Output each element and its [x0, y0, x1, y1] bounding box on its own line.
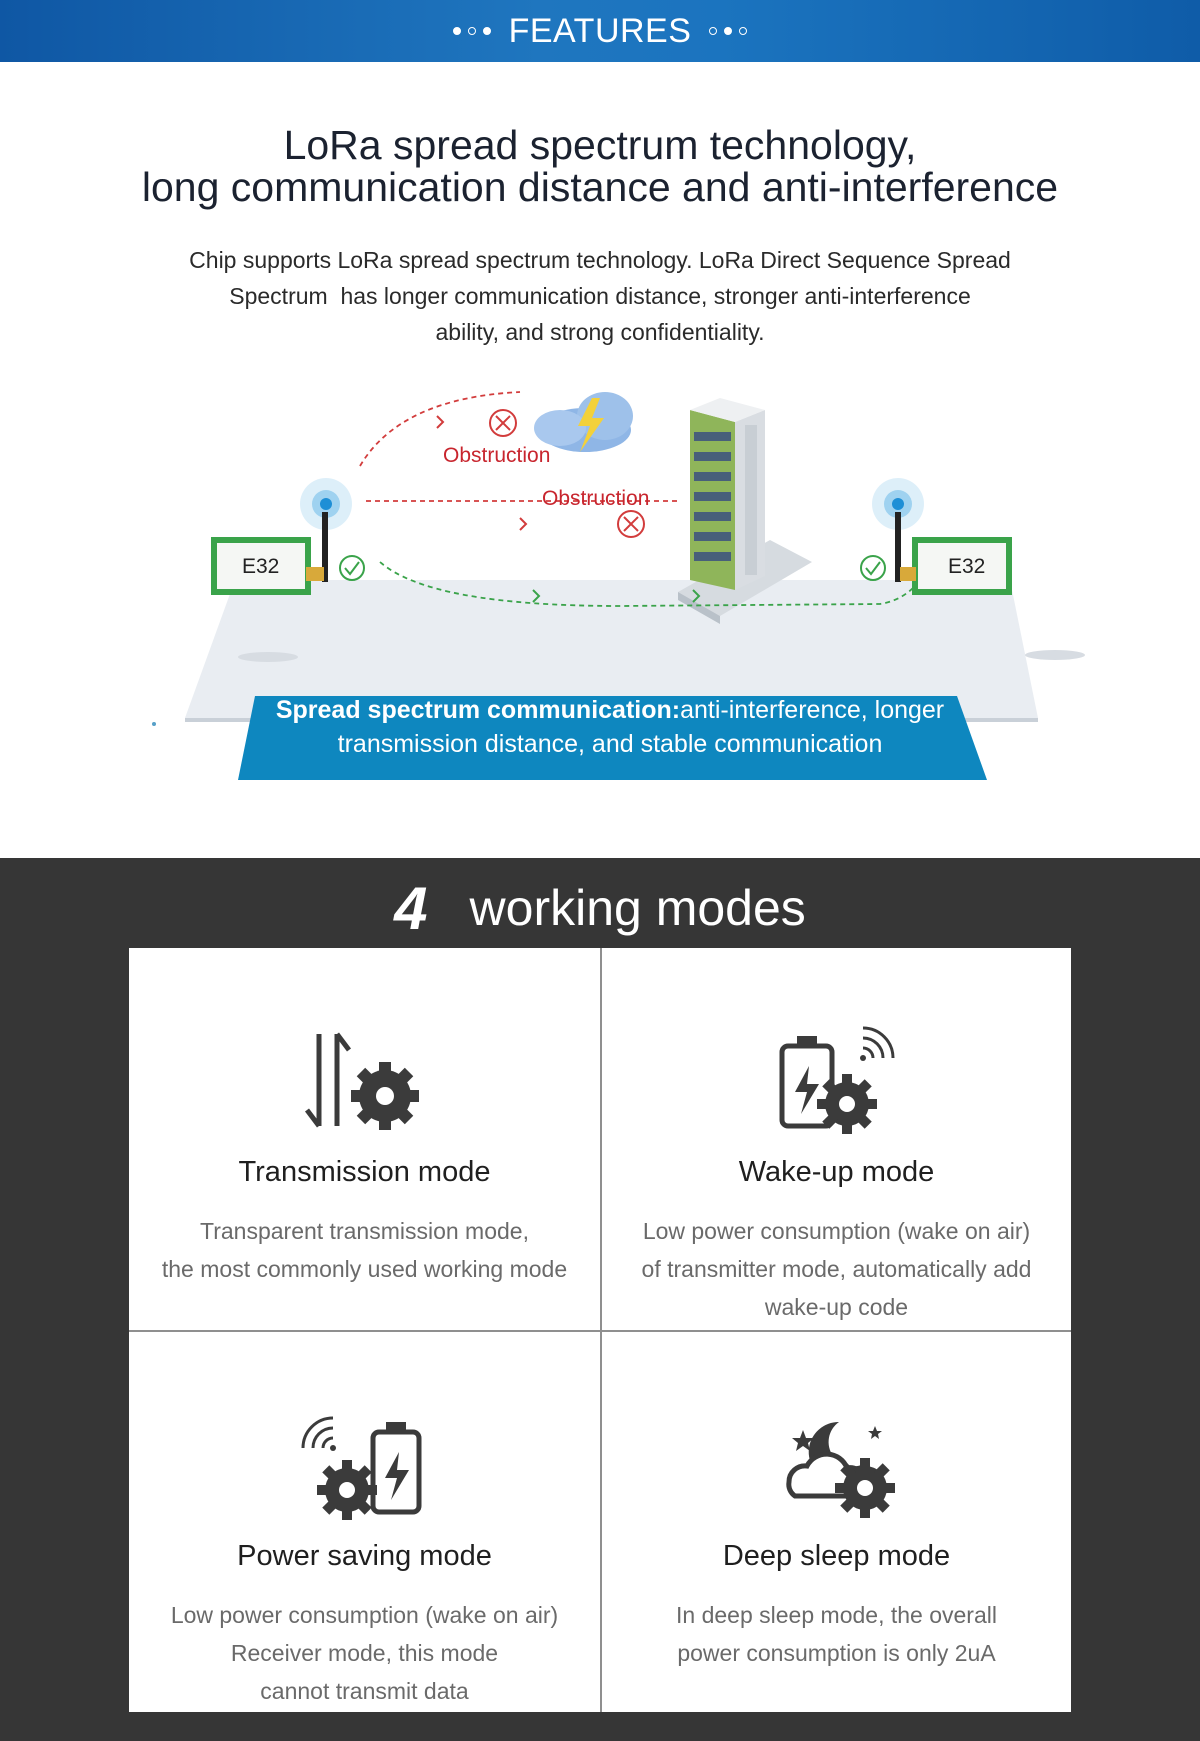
module-label-left: E32 — [242, 555, 279, 578]
module-label-right: E32 — [948, 555, 985, 578]
blocked-icon — [617, 510, 645, 538]
mode-description-line: wake-up code — [764, 1294, 909, 1320]
description: Chip supports LoRa spread spectrum techn… — [180, 242, 1020, 350]
info-band — [238, 696, 987, 780]
modes-title-text: working modes — [469, 880, 806, 936]
mode-description: Transparent transmission mode, the most … — [129, 1212, 600, 1288]
mode-card-deep-sleep: Deep sleep mode In deep sleep mode, the … — [600, 1330, 1071, 1712]
dot-icon — [709, 27, 718, 35]
power-saving-icon — [301, 1416, 421, 1520]
deep-sleep-icon — [785, 1421, 895, 1518]
e32-module-right: E32 — [872, 478, 1012, 595]
headline: LoRa spread spectrum technology, long co… — [0, 124, 1200, 208]
mode-description-line: Transparent transmission mode, — [200, 1218, 529, 1244]
dot-icon — [452, 27, 461, 35]
banner-dots-right — [709, 27, 748, 35]
headline-line-2: long communication distance and anti-int… — [141, 164, 1059, 210]
wake-up-icon — [779, 1026, 894, 1134]
dot-icon — [482, 27, 491, 35]
dot-icon — [467, 27, 476, 35]
mode-description-line: the most commonly used working mode — [161, 1256, 568, 1282]
mode-name: Power saving mode — [237, 1540, 492, 1572]
platform — [185, 580, 1038, 718]
mode-description: In deep sleep mode, the overall power co… — [602, 1596, 1071, 1672]
info-band-rest: anti-interference, longer — [680, 696, 945, 724]
working-modes-title: 4 working modes — [0, 868, 1200, 948]
mode-card-transmission: Transmission mode Transparent transmissi… — [129, 948, 600, 1330]
building-icon — [678, 398, 812, 624]
mode-description-line: Low power consumption (wake on air) — [642, 1218, 1031, 1244]
check-icon — [339, 555, 365, 581]
mode-card-wake-up: Wake-up mode Low power consumption (wake… — [600, 948, 1071, 1330]
mode-description-line: Low power consumption (wake on air) — [170, 1602, 559, 1628]
mode-description-line: cannot transmit data — [260, 1678, 469, 1704]
dot-icon — [739, 27, 748, 35]
mode-description-line: of transmitter mode, automatically add — [641, 1256, 1032, 1282]
banner-title: FEATURES — [508, 11, 692, 50]
description-line-1: Chip supports LoRa spread spectrum techn… — [189, 247, 1011, 273]
dot-icon — [724, 27, 733, 35]
blocked-icon — [489, 409, 517, 437]
mode-card-power-saving: Power saving mode Low power consumption … — [129, 1330, 600, 1712]
mode-name: Deep sleep mode — [722, 1540, 951, 1572]
check-icon — [860, 555, 886, 581]
e32-module-left: E32 — [211, 478, 352, 595]
transmission-icon — [304, 1032, 419, 1130]
banner-dots-left — [452, 27, 491, 35]
mode-description-line: power consumption is only 2uA — [677, 1640, 996, 1666]
lora-illustration: Obstruction Obstruction E32 E32 — [152, 391, 1085, 780]
mode-description: Low power consumption (wake on air) Rece… — [129, 1596, 600, 1710]
features-banner: FEATURES — [0, 0, 1200, 62]
description-line-3: ability, and strong confidentiality. — [435, 319, 765, 345]
mode-description-line: Receiver mode, this mode — [230, 1640, 499, 1666]
mode-description: Low power consumption (wake on air) of t… — [602, 1212, 1071, 1326]
cloud-lightning-icon — [534, 392, 633, 452]
info-band-line-2: transmission distance, and stable commun… — [337, 730, 883, 758]
description-line-2: Spectrum has longer communication distan… — [229, 283, 971, 309]
modes-count: 4 — [394, 874, 427, 942]
headline-line-1: LoRa spread spectrum technology, — [283, 122, 917, 168]
modes-grid: Transmission mode Transparent transmissi… — [129, 948, 1071, 1712]
info-band-bold: Spread spectrum communication: — [275, 696, 681, 724]
mode-name: Wake-up mode — [738, 1156, 935, 1188]
mode-name: Transmission mode — [238, 1156, 491, 1188]
obstruction-label-2: Obstruction — [542, 487, 649, 510]
info-band-text: Spread spectrum communication:anti-inter… — [240, 693, 980, 761]
info-band-line-1: Spread spectrum communication:anti-inter… — [240, 693, 980, 727]
mode-description-line: In deep sleep mode, the overall — [676, 1602, 997, 1628]
obstruction-label-1: Obstruction — [443, 444, 550, 467]
